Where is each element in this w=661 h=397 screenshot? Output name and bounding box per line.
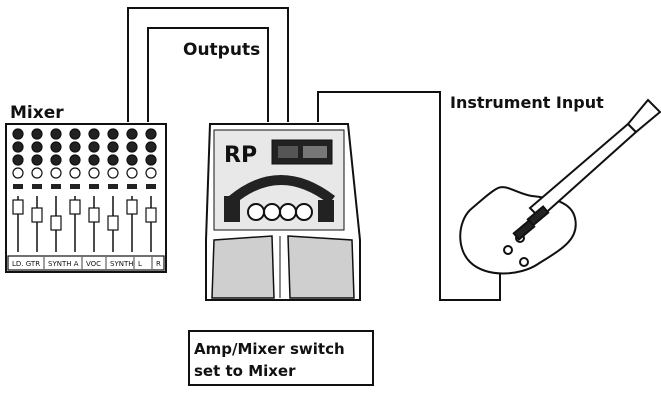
pedal-knob-3 [279, 203, 297, 221]
mixer-faders [12, 184, 157, 252]
pedal-knob-2 [263, 203, 281, 221]
mixer-knob [126, 141, 138, 153]
mixer-knob [88, 128, 100, 140]
mixer-button [13, 184, 23, 189]
mixer-fader-cap [69, 199, 81, 215]
mixer-knob [126, 128, 138, 140]
mixer-knob [69, 167, 81, 179]
mixer-knob [126, 154, 138, 166]
mixer-body [5, 123, 167, 273]
mixer-device: LD. GTR SYNTH A VOC SYNTH L R [5, 123, 167, 273]
electric-guitar [459, 98, 661, 275]
mixer-channel-label: L [138, 260, 142, 268]
mixer-knob [31, 128, 43, 140]
mixer-knob [126, 167, 138, 179]
outputs-label: Outputs [183, 40, 261, 60]
mixer-knob [31, 141, 43, 153]
mixer-fader-cap [12, 199, 24, 215]
mixer-button [146, 184, 156, 189]
mixer-button [89, 184, 99, 189]
pedal-logo: RP [224, 143, 257, 168]
mixer-knob [12, 167, 24, 179]
mixer-knob [12, 154, 24, 166]
mixer-fader-cap [31, 207, 43, 223]
mixer-channel-label: SYNTH A [48, 260, 79, 268]
mixer-fader-cap [145, 207, 157, 223]
mixer-fader-cap [88, 207, 100, 223]
mixer-channel-label: R [156, 260, 161, 268]
mixer-knob [31, 167, 43, 179]
mixer-button [32, 184, 42, 189]
mixer-knob [107, 128, 119, 140]
mixer-knob [50, 128, 62, 140]
mixer-knob [88, 141, 100, 153]
mixer-knob [69, 141, 81, 153]
pedal-knob-1 [247, 203, 265, 221]
mixer-knob [12, 128, 24, 140]
instrument-cable [317, 91, 501, 301]
mixer-knob [69, 128, 81, 140]
mixer-fader-cap [50, 215, 62, 231]
output-cable-left [127, 7, 289, 122]
mixer-knob [12, 141, 24, 153]
mixer-channel-label: LD. GTR [12, 260, 40, 268]
switch-note-line-2: set to Mixer [194, 362, 296, 380]
guitar-headstock [626, 98, 661, 134]
mixer-knob [50, 167, 62, 179]
mixer-fader-cap [126, 199, 138, 215]
mixer-knob [145, 128, 157, 140]
mixer-knob [88, 154, 100, 166]
mixer-fader-cap [107, 215, 119, 231]
mixer-knob [107, 154, 119, 166]
mixer-knob [50, 154, 62, 166]
mixer-knob [88, 167, 100, 179]
mixer-knob [69, 154, 81, 166]
mixer-channel-label: VOC [86, 260, 101, 268]
mixer-knob [31, 154, 43, 166]
mixer-knob [107, 167, 119, 179]
mixer-knob [145, 141, 157, 153]
mixer-knob [107, 141, 119, 153]
footswitch-right [287, 235, 355, 299]
instrument-input-label: Instrument Input [450, 93, 604, 112]
mixer-knobs [12, 128, 157, 179]
guitar-neck [528, 122, 638, 220]
mixer-button [127, 184, 137, 189]
switch-note-line-1: Amp/Mixer switch [194, 340, 345, 358]
mixer-knob [145, 167, 157, 179]
mixer-label-strip [7, 255, 165, 271]
mixer-knob [50, 141, 62, 153]
pedal-knob-4 [295, 203, 313, 221]
mixer-button [51, 184, 61, 189]
mixer-label: Mixer [10, 103, 64, 123]
mixer-button [108, 184, 118, 189]
footswitch-left [211, 235, 275, 299]
effects-pedal: RP [205, 123, 361, 301]
pedal-selector-arc [228, 175, 336, 205]
mixer-button [70, 184, 80, 189]
mixer-channel-label: SYNTH [110, 260, 134, 268]
amp-mixer-switch-note: Amp/Mixer switch set to Mixer [188, 330, 374, 386]
mixer-knob [145, 154, 157, 166]
output-cable-right [147, 27, 269, 122]
